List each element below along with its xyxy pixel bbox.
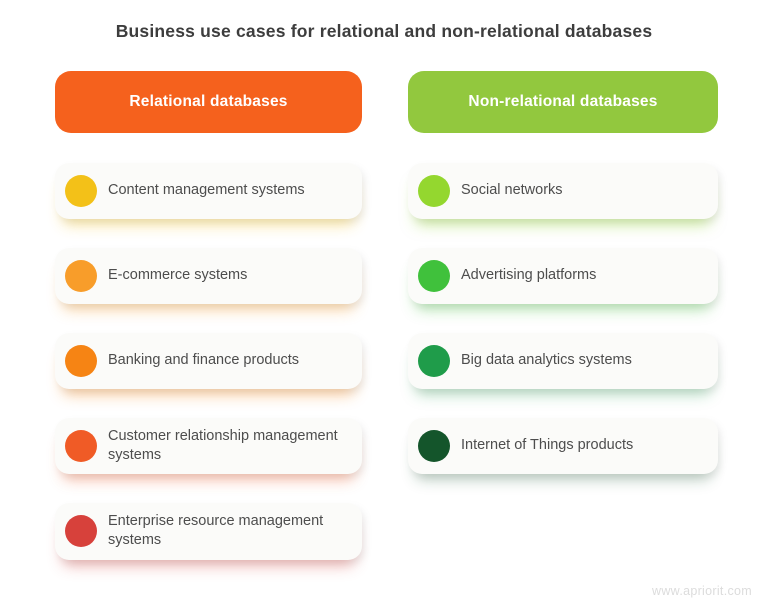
use-case-card-erm: Enterprise resource management systems [55,503,362,560]
column-header-label: Non-relational databases [468,93,658,110]
bullet-dot-icon [65,515,97,548]
use-case-card-social-networks: Social networks [408,163,718,219]
bullet-dot-icon [65,430,97,463]
use-case-label: Internet of Things products [461,437,634,454]
use-case-label: E-commerce systems [108,267,248,284]
use-case-label: Big data analytics systems [461,352,632,369]
bullet-dot-icon [418,430,450,462]
use-case-label: Banking and finance products [108,352,300,369]
use-case-label: Social networks [461,182,563,199]
bullet-dot-icon [418,260,450,292]
site-watermark: www.apriorit.com [652,584,752,598]
column-relational: Relational databases Content management … [55,71,362,560]
use-case-card-advertising: Advertising platforms [408,248,718,304]
use-case-card-ecommerce: E-commerce systems [55,248,362,304]
use-case-card-big-data: Big data analytics systems [408,333,718,389]
bullet-dot-icon [65,345,97,377]
use-case-card-iot: Internet of Things products [408,418,718,474]
use-case-label: Customer relationship management systems [108,428,338,464]
bullet-dot-icon [418,175,450,207]
bullet-dot-icon [418,345,450,377]
column-non-relational: Non-relational databases Social networks… [408,71,718,560]
column-header-relational: Relational databases [55,71,362,133]
bullet-dot-icon [65,175,97,207]
column-header-label: Relational databases [129,93,288,110]
page-title: Business use cases for relational and no… [115,21,653,41]
use-case-card-banking: Banking and finance products [55,333,362,389]
use-case-card-crm: Customer relationship management systems [55,418,362,475]
use-case-label: Advertising platforms [461,267,597,284]
use-case-card-content-management: Content management systems [55,163,362,219]
columns-container: Relational databases Content management … [55,71,718,560]
use-case-label: Enterprise resource management systems [108,513,324,549]
column-header-non-relational: Non-relational databases [408,71,718,133]
use-case-label: Content management systems [108,182,305,199]
bullet-dot-icon [65,260,97,292]
